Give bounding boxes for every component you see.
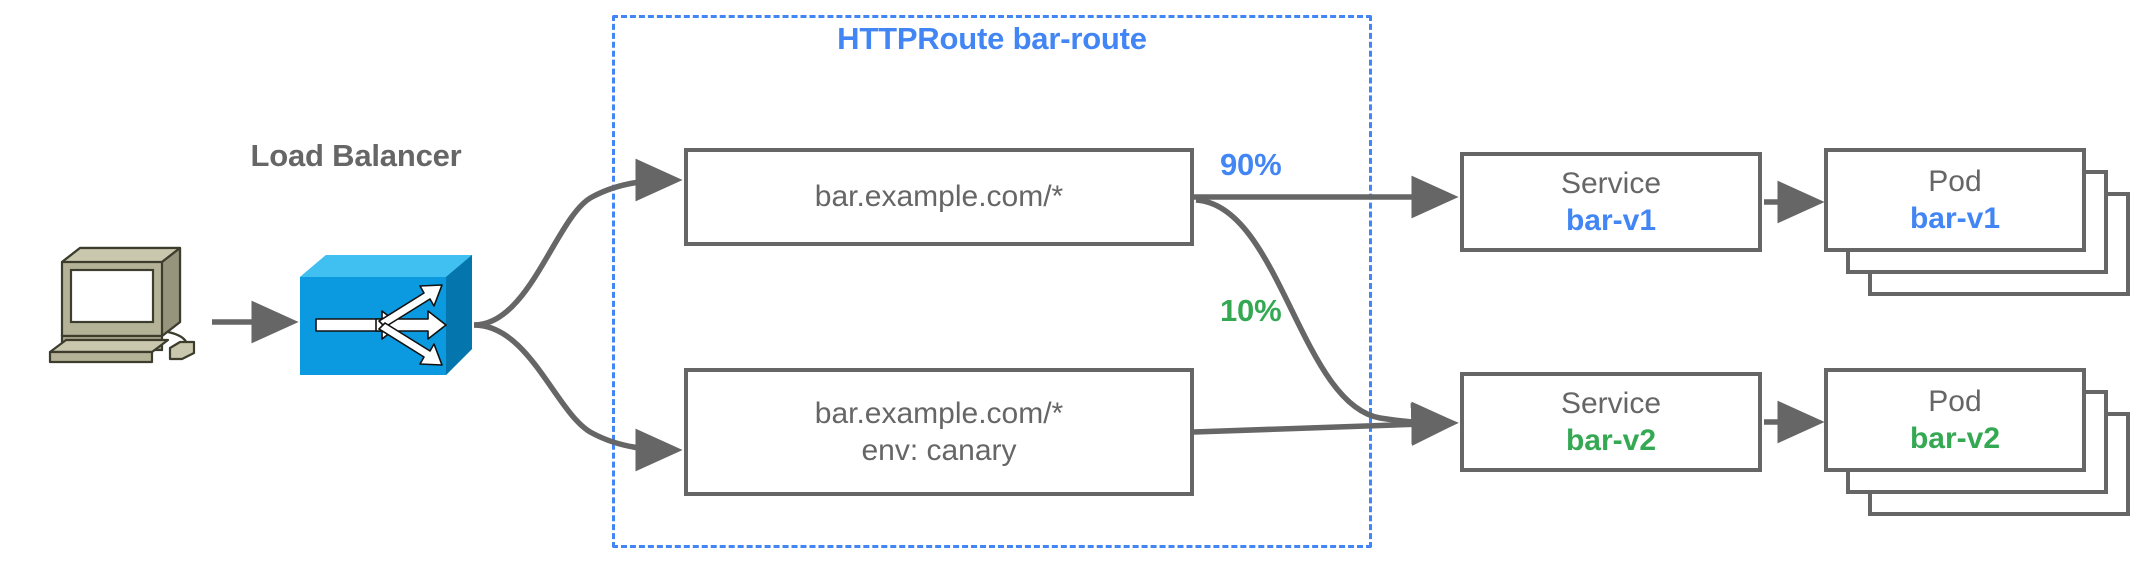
- pod-bar-v2-stack[interactable]: Pod bar-v2: [1824, 368, 2134, 518]
- pod-bar-v1-stack[interactable]: Pod bar-v1: [1824, 148, 2134, 298]
- route-match-primary-box[interactable]: bar.example.com/*: [684, 148, 1194, 246]
- service-bar-v1-box[interactable]: Service bar-v1: [1460, 152, 1762, 252]
- pod-bar-v1-name: bar-v1: [1909, 202, 2001, 235]
- pod-bar-v1-kind: Pod: [1928, 164, 1982, 198]
- route-match-primary-host: bar.example.com/*: [814, 180, 1064, 214]
- load-balancer-icon: [300, 255, 472, 375]
- pod-bar-v2-kind: Pod: [1928, 384, 1982, 418]
- httproute-kind-label: HTTPRoute: [837, 21, 1005, 56]
- weight-label-primary: 90%: [1220, 147, 1282, 182]
- route-match-canary-header: env: canary: [861, 434, 1017, 467]
- service-bar-v2-kind: Service: [1560, 386, 1662, 420]
- service-bar-v1-kind: Service: [1560, 166, 1662, 200]
- pod-bar-v1-replica-1[interactable]: Pod bar-v1: [1824, 148, 2086, 252]
- pod-bar-v2-replica-1[interactable]: Pod bar-v2: [1824, 368, 2086, 472]
- service-bar-v2-box[interactable]: Service bar-v2: [1460, 372, 1762, 472]
- route-match-canary-box[interactable]: bar.example.com/* env: canary: [684, 368, 1194, 496]
- load-balancer-label: Load Balancer: [250, 138, 462, 173]
- httproute-group-title: HTTPRoute bar-route: [612, 21, 1372, 57]
- service-bar-v2-name: bar-v2: [1565, 424, 1657, 457]
- weight-label-canary: 10%: [1220, 293, 1282, 328]
- service-bar-v1-name: bar-v1: [1565, 204, 1657, 237]
- route-match-canary-host: bar.example.com/*: [814, 396, 1064, 430]
- pod-bar-v2-name: bar-v2: [1909, 422, 2001, 455]
- httproute-name-label: bar-route: [1012, 21, 1147, 56]
- client-computer-icon: [44, 240, 204, 370]
